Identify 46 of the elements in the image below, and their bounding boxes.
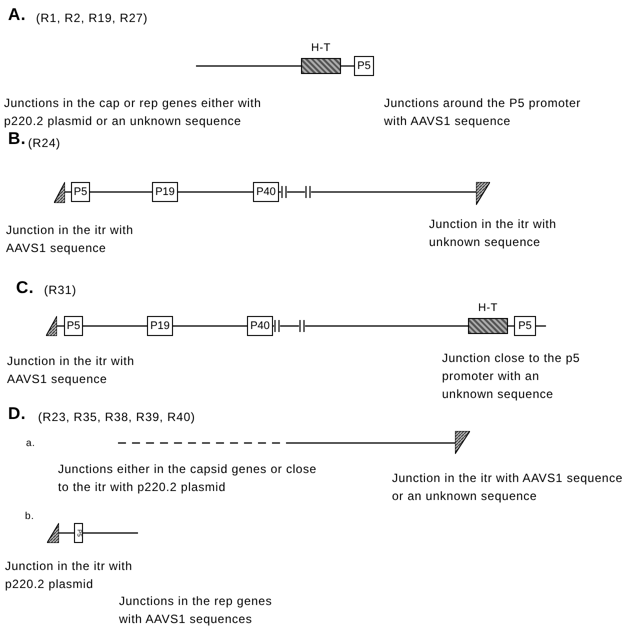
promoter-box: P40 <box>247 316 273 336</box>
connector-line <box>83 532 138 534</box>
promoter-box: P19 <box>152 182 178 202</box>
annotation-text: a. <box>26 437 36 451</box>
annotation-text: Junctions around the P5 promoter with AAVS1 sequence <box>384 95 582 130</box>
region-label: H-T <box>478 301 498 315</box>
promoter-box: P5 <box>354 56 374 76</box>
promoter-box: P19 <box>147 316 173 336</box>
annotation-text: Junctions in the rep genes with AAVS1 sequences <box>119 593 274 626</box>
connector-line <box>90 191 152 193</box>
annotation-text: b. <box>25 510 36 524</box>
annotation-text: B. <box>8 130 27 148</box>
dashed-line <box>118 442 455 444</box>
promoter-box: P5 <box>64 316 83 336</box>
annotation-text: (R23, R35, R38, R39, R40) <box>38 409 196 426</box>
promoter-box: P5 <box>514 316 536 336</box>
connector-line <box>196 65 301 67</box>
connector-line <box>536 325 546 327</box>
connector-line <box>173 325 247 327</box>
annotation-text: Junction in the itr with AAVS1 sequence <box>6 222 134 257</box>
itr-triangle <box>455 431 470 454</box>
region-label: H-T <box>311 41 331 55</box>
promoter-box: P5 <box>71 182 90 202</box>
annotation-text: Junction in the itr with unknown sequence <box>429 216 558 251</box>
annotation-text: Junction in the itr with p220.2 plasmid <box>5 558 134 593</box>
itr-triangle <box>54 182 65 203</box>
annotation-text: Junction in the itr with AAVS1 sequence or an unknown sequence <box>392 470 624 505</box>
annotation-text: D. <box>8 405 27 423</box>
connector-line <box>83 325 147 327</box>
annotation-text: (R24) <box>28 135 62 152</box>
annotation-text: Junction in the itr with AAVS1 sequence <box>7 353 136 388</box>
annotation-text: C. <box>16 279 35 297</box>
annotation-text: Junctions in the cap or rep genes either with p220.2 plasmid or an unknown sequence <box>4 95 262 130</box>
connector-line <box>279 191 476 193</box>
annotation-text: (R31) <box>44 282 78 299</box>
itr-triangle <box>46 316 57 336</box>
connector-line <box>59 532 74 534</box>
annotation-text: Junctions either in the capsid genes or close to the itr with p220.2 plasmid <box>58 461 318 496</box>
connector-line <box>178 191 253 193</box>
annotation-text: A. <box>8 6 27 24</box>
annotation-text: (R1, R2, R19, R27) <box>36 10 149 27</box>
promoter-box: P40 <box>253 182 279 202</box>
connector-line <box>341 65 354 67</box>
itr-triangle <box>476 182 490 205</box>
annotation-text: Junction close to the p5 promoter with an unknown sequence <box>442 350 582 403</box>
itr-triangle <box>47 523 59 543</box>
